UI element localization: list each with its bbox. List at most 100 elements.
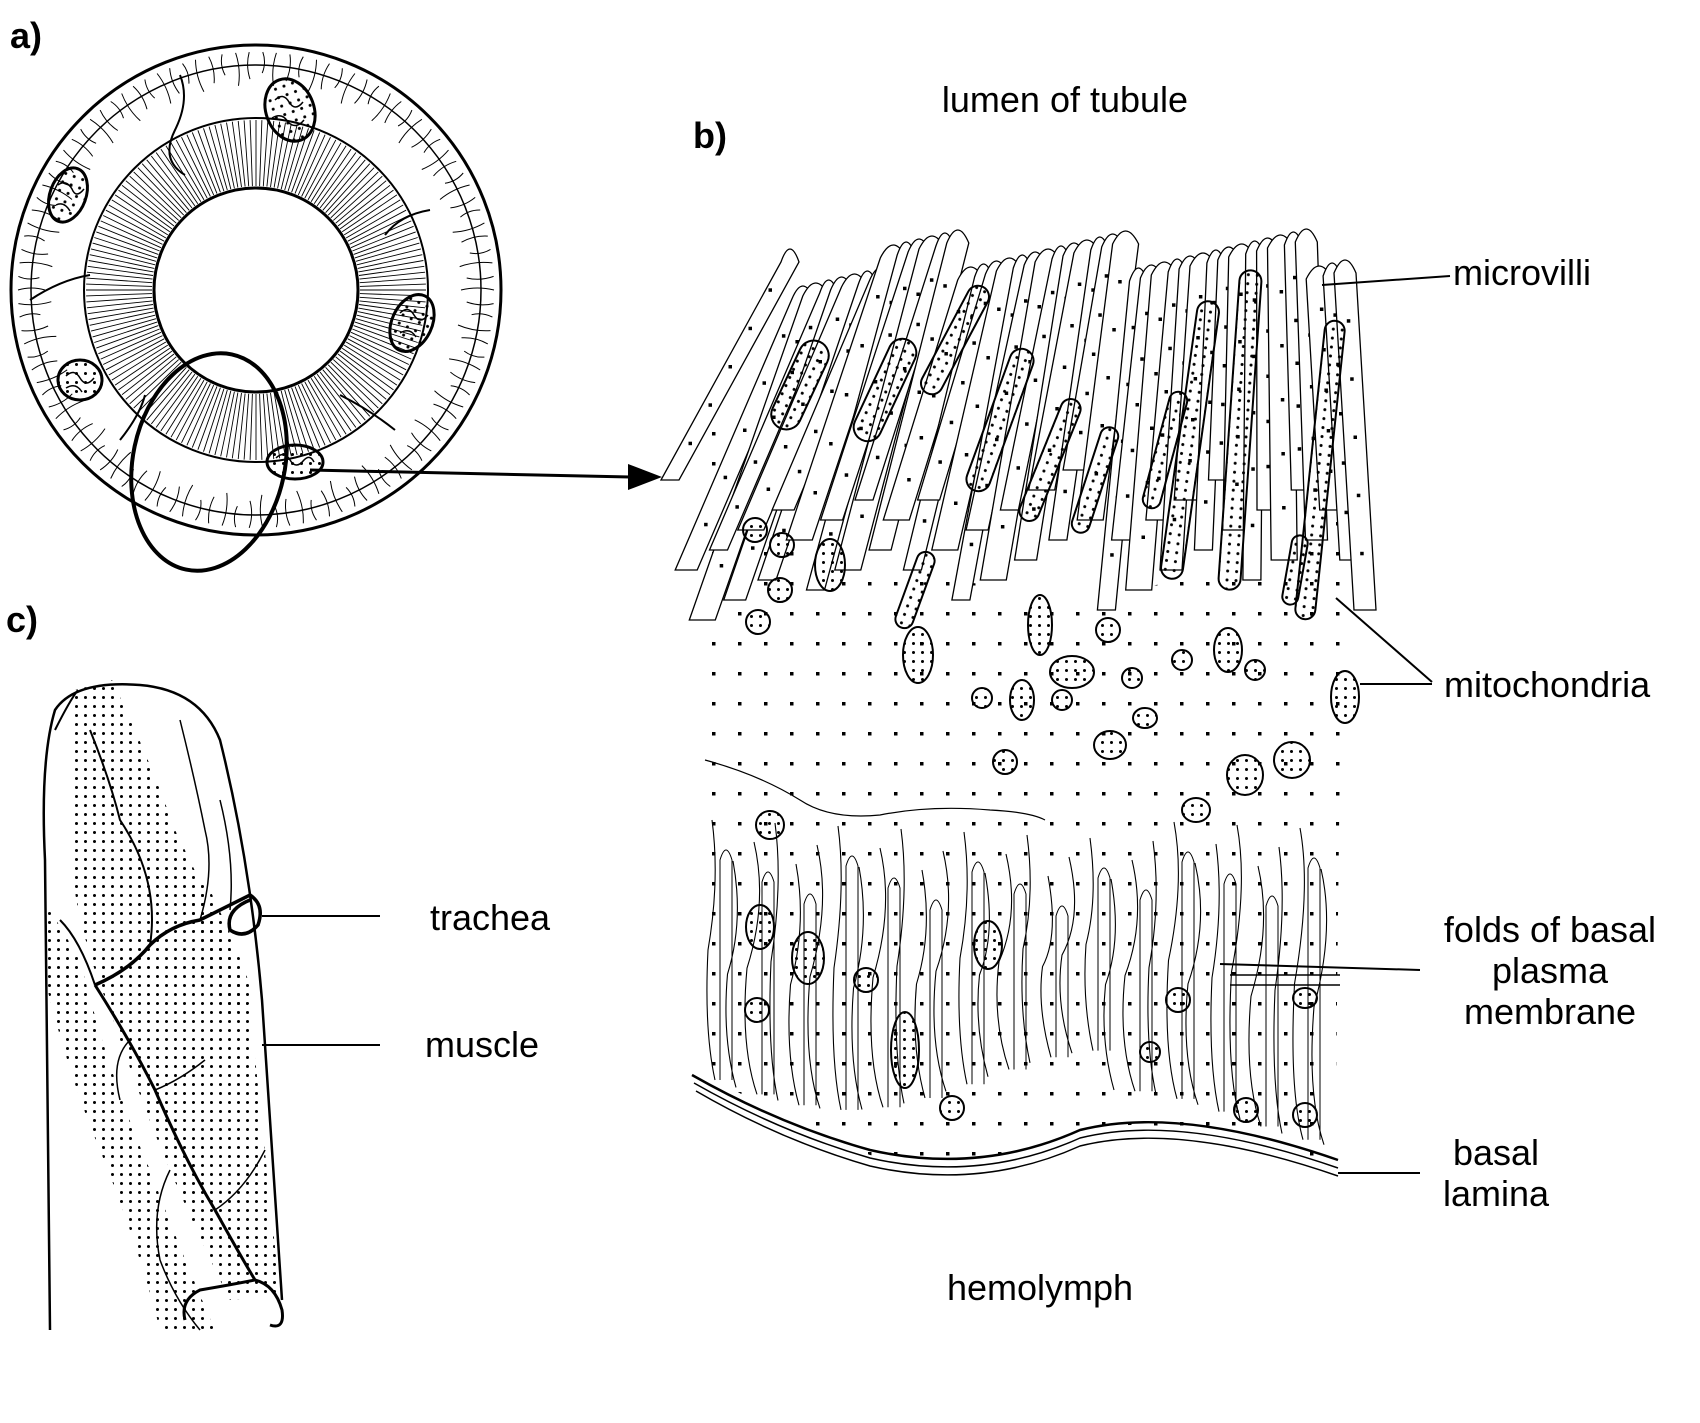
mitochondrion — [940, 1096, 964, 1120]
cytoplasm-dot — [814, 491, 818, 495]
cytoplasm-dot — [1357, 494, 1361, 498]
cytoplasm-dot — [923, 519, 927, 523]
cytoplasm-dot — [845, 473, 849, 477]
cytoplasm-dot — [1347, 319, 1351, 323]
cytoplasm-dot — [1165, 390, 1169, 394]
cytoplasm-dot — [1034, 379, 1038, 383]
cytoplasm-dot — [729, 365, 733, 369]
cytoplasm-dot — [1281, 398, 1285, 402]
cytoplasm-dot — [938, 460, 942, 464]
cytoplasm-dot — [767, 488, 771, 492]
cytoplasm-dot — [930, 278, 934, 282]
trachea-label: trachea — [430, 897, 551, 938]
cytoplasm-dot — [1092, 353, 1096, 357]
cytoplasm-dot — [720, 564, 724, 568]
folds-label-line3: membrane — [1464, 991, 1636, 1032]
mitochondrion — [1010, 680, 1034, 720]
cytoplasm-dot — [743, 429, 747, 433]
panel-b: b) lumen of tubule microvilli mitochondr… — [661, 79, 1656, 1308]
cytoplasm-dot — [829, 442, 833, 446]
cytoplasm-dot — [970, 543, 974, 547]
basal-lamina-label-line2: lamina — [1443, 1173, 1550, 1214]
cytoplasm-dot — [986, 356, 990, 360]
cytoplasm-dot — [1063, 366, 1067, 370]
cytoplasm-dot — [976, 405, 980, 409]
mitochondrion — [815, 539, 845, 591]
cytoplasm-dot — [1251, 524, 1255, 528]
cytoplasm-dot — [1025, 422, 1029, 426]
cytoplasm-dot — [1345, 511, 1349, 515]
cytoplasm-dot — [876, 295, 880, 299]
cytoplasm-dot — [1281, 452, 1285, 456]
mitochondrion — [1028, 595, 1052, 655]
mitochondrion — [1122, 668, 1142, 688]
mitochondrion — [756, 811, 784, 839]
mitochondria-leader — [1336, 598, 1432, 682]
cytoplasm-dot — [1140, 357, 1144, 361]
cytoplasm-dot — [1063, 490, 1067, 494]
cytoplasm-dot — [1112, 328, 1116, 332]
cytoplasm-dot — [1350, 377, 1354, 381]
cytoplasm-dot — [1105, 274, 1109, 278]
cytoplasm-dot — [916, 323, 920, 327]
mitochondrion — [1274, 742, 1310, 778]
cytoplasm-dot — [1001, 525, 1005, 529]
cytoplasm-dot — [1298, 447, 1302, 451]
cytoplasm-dot — [798, 470, 802, 474]
cytoplasm-dot — [1078, 283, 1082, 287]
cytoplasm-dot — [1360, 552, 1364, 556]
mitochondrion — [993, 750, 1017, 774]
cytoplasm-dot — [1154, 372, 1158, 376]
cytoplasm-dot — [1354, 436, 1358, 440]
mitochondrion — [770, 533, 794, 557]
cytoplasm-dot — [689, 442, 693, 446]
cytoplasm-dot — [1297, 404, 1301, 408]
cytoplasm-dot — [1136, 403, 1140, 407]
nucleus — [42, 163, 95, 228]
cytoplasm-dot — [754, 460, 758, 464]
mitochondrion — [1331, 671, 1359, 723]
mitochondrion — [746, 610, 770, 634]
cytoplasm-dot — [916, 293, 920, 297]
cytoplasm-dot — [724, 476, 728, 480]
muscle-label: muscle — [425, 1024, 539, 1065]
mitochondrion — [903, 627, 933, 683]
cytoplasm-dot — [1110, 553, 1114, 557]
cytoplasm-dot — [1142, 536, 1146, 540]
cytoplasm-dot — [1024, 299, 1028, 303]
cytoplasm-dot — [954, 502, 958, 506]
mitochondrion — [1245, 660, 1265, 680]
cytoplasm-dot — [1204, 500, 1208, 504]
hemolymph-label: hemolymph — [947, 1267, 1133, 1308]
cytoplasm-dot — [749, 327, 753, 331]
mitochondrion — [974, 921, 1002, 969]
cytoplasm-dot — [1085, 392, 1089, 396]
mitochondria-label: mitochondria — [1444, 664, 1651, 705]
cytoplasm-dot — [1118, 280, 1122, 284]
cytoplasm-dot — [1101, 424, 1105, 428]
cytoplasm-dot — [918, 391, 922, 395]
cytoplasm-dot — [961, 381, 965, 385]
cytoplasm-dot — [1294, 319, 1298, 323]
cytoplasm-dot — [1266, 465, 1270, 469]
mitochondrion — [768, 578, 792, 602]
cell-boundary — [30, 275, 90, 300]
mitochondrion — [745, 998, 769, 1022]
cytoplasm-dot — [1014, 345, 1018, 349]
mitochondrion — [1052, 690, 1072, 710]
mitochondrion — [1214, 628, 1242, 672]
cytoplasm-dot — [888, 333, 892, 337]
cytoplasm-dot — [836, 318, 840, 322]
cytoplasm-dot — [903, 287, 907, 291]
cytoplasm-dot — [1017, 466, 1021, 470]
cytoplasm-dot — [1295, 362, 1299, 366]
cytoplasm-dot — [751, 546, 755, 550]
cytoplasm-dot — [907, 478, 911, 482]
panel-c-label: c) — [6, 599, 38, 640]
panel-b-label: b) — [693, 115, 727, 156]
cytoplasm-dot — [1079, 431, 1083, 435]
cytoplasm-dot — [1199, 295, 1203, 299]
pointer-arrow-head — [628, 464, 662, 490]
mitochondrion — [1172, 650, 1192, 670]
